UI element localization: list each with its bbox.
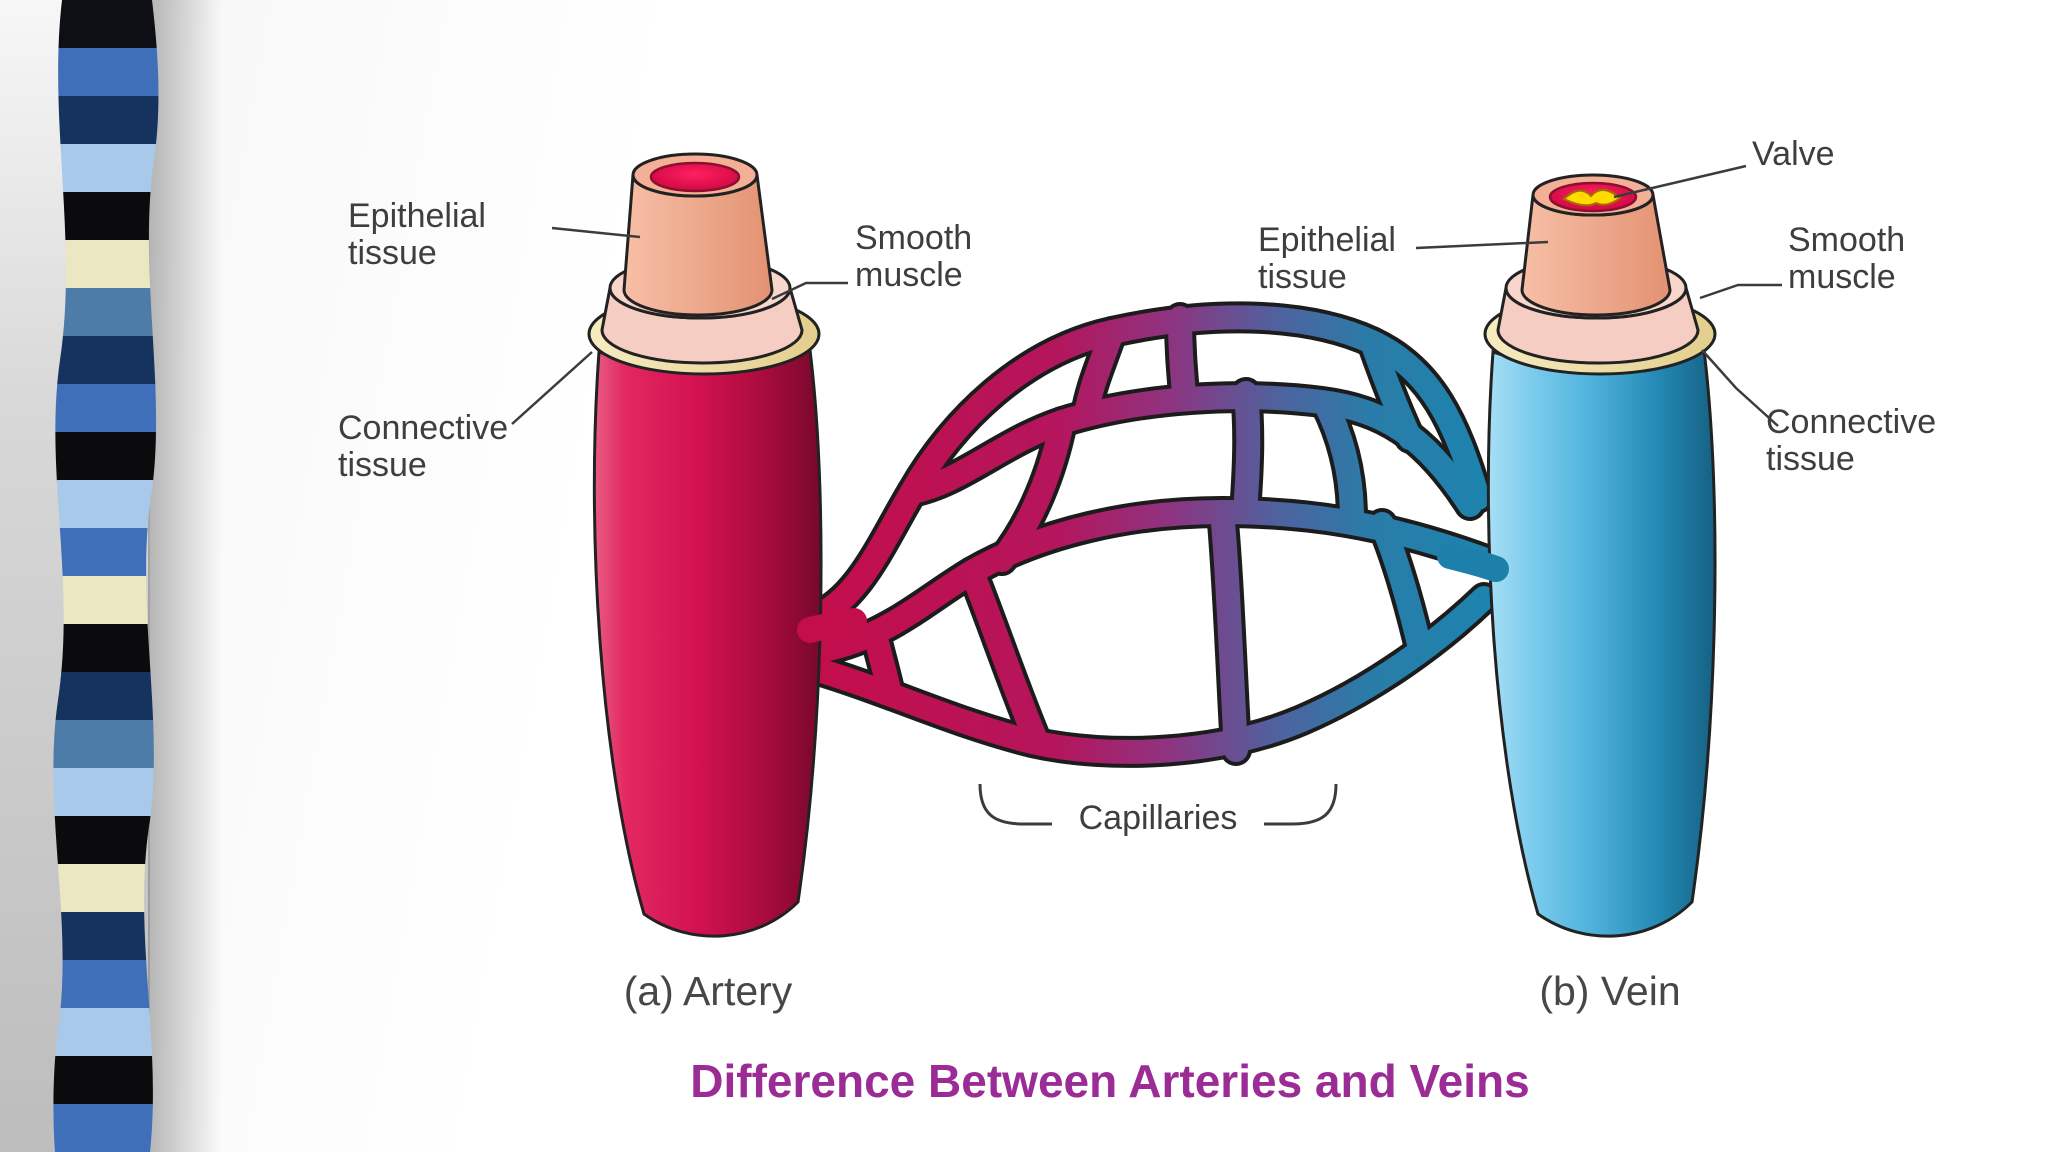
label-line: Connective <box>338 409 509 447</box>
label-vein-epithelial-tissue: Epithelial tissue <box>1258 221 1396 297</box>
stripe-band <box>53 960 159 1009</box>
artery-vessel <box>587 152 823 938</box>
stripe-band <box>53 816 159 865</box>
decorative-stripe-ribbon <box>53 0 159 1152</box>
label-line: Smooth <box>855 219 973 257</box>
label-line: muscle <box>855 256 963 295</box>
leader-vein-epithelial <box>1415 240 1549 250</box>
label-line: muscle <box>1788 258 1896 297</box>
label-artery-connective-tissue: Connective tissue <box>338 409 509 485</box>
capillaries-bracket <box>978 783 1338 826</box>
vein-valve <box>1562 189 1622 207</box>
leader-lines <box>511 164 1782 427</box>
stripe-band <box>53 1104 159 1152</box>
stripe-band <box>53 528 159 577</box>
stripe-band <box>53 96 159 145</box>
vein-vessel <box>1483 173 1717 938</box>
stripe-band <box>53 576 159 625</box>
capillary-vein-junction <box>1437 543 1509 582</box>
stripe-band <box>53 336 159 385</box>
left-gray-gradient-band <box>148 0 222 1152</box>
stripe-band <box>53 288 159 337</box>
stripe-band <box>53 432 159 481</box>
label-line: Valve <box>1752 135 1835 173</box>
label-line: Smooth <box>1788 221 1906 259</box>
label-line: tissue <box>338 446 427 485</box>
caption-vein: (b) Vein <box>1539 968 1681 1014</box>
artery-lumen <box>649 161 741 193</box>
stripe-band <box>53 240 159 289</box>
vein-body <box>1486 347 1717 938</box>
label-artery-epithelial-tissue: Epithelial tissue <box>348 197 486 273</box>
stripe-band <box>53 48 159 97</box>
leader-artery-smooth <box>771 281 848 301</box>
stripe-band <box>53 672 159 721</box>
stripe-band <box>53 624 159 673</box>
label-line: Epithelial <box>348 197 486 235</box>
label-vein-valve: Valve <box>1752 135 1835 173</box>
label-line: tissue <box>1766 440 1855 479</box>
label-vein-smooth-muscle: Smooth muscle <box>1788 221 1906 297</box>
stripe-band <box>53 864 159 913</box>
stripe-band <box>53 1056 159 1105</box>
label-line: Connective <box>1766 403 1937 441</box>
stripe-band <box>53 720 159 769</box>
stripe-band <box>53 480 159 529</box>
label-artery-smooth-muscle: Smooth muscle <box>855 219 973 295</box>
label-capillaries: Capillaries <box>1078 799 1238 837</box>
stripe-band <box>53 912 159 961</box>
label-vein-connective-tissue: Connective tissue <box>1766 403 1937 479</box>
stripe-band <box>53 384 159 433</box>
stripe-band <box>53 768 159 817</box>
label-line: tissue <box>348 234 437 273</box>
diagram-title: Difference Between Arteries and Veins <box>690 1055 1530 1107</box>
leader-vein-smooth <box>1699 283 1782 300</box>
stripe-band <box>53 1008 159 1057</box>
stripe-bands <box>53 0 159 1152</box>
stripe-band <box>53 144 159 193</box>
label-line: Epithelial <box>1258 221 1396 259</box>
label-line: tissue <box>1258 258 1347 297</box>
leader-vein-connective <box>1701 349 1779 427</box>
capillary-artery-junction <box>797 608 867 643</box>
stripe-band <box>53 0 159 49</box>
stripe-band <box>53 192 159 241</box>
leader-artery-connective <box>511 351 593 425</box>
leader-artery-epithelial <box>551 226 641 239</box>
leader-vein-valve <box>1613 164 1747 199</box>
caption-artery: (a) Artery <box>623 968 793 1014</box>
artery-body <box>592 347 823 938</box>
